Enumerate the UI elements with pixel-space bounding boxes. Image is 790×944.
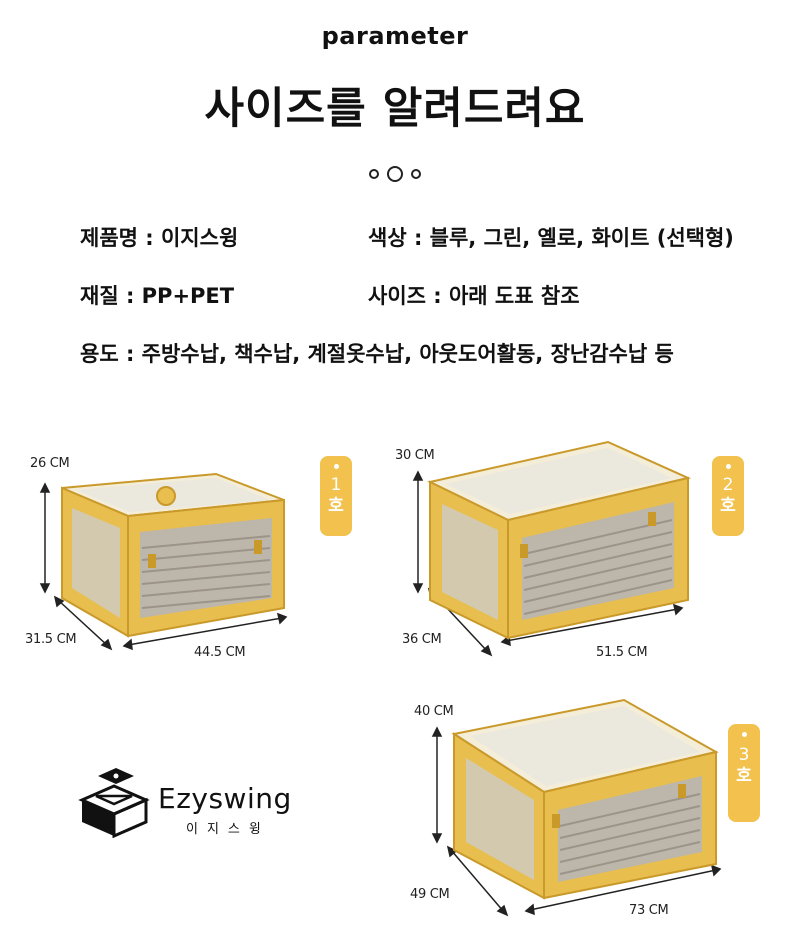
- spec-material: 재질 : PP+PET: [80, 284, 235, 308]
- dot-icon: [369, 169, 379, 179]
- product-3-badge: 3 호: [728, 724, 760, 822]
- badge-suffix: 호: [720, 496, 736, 516]
- spec-usage: 용도 : 주방수납, 책수납, 계절옷수납, 아웃도어활동, 장난감수납 등: [80, 342, 674, 366]
- product-1-height-label: 26 CM: [30, 456, 70, 471]
- product-3-height-label: 40 CM: [414, 704, 454, 719]
- badge-number: 3: [738, 745, 750, 765]
- product-3-image: [451, 698, 719, 900]
- badge-number: 1: [330, 475, 342, 495]
- dot-icon: [387, 166, 403, 182]
- badge-suffix: 호: [328, 496, 344, 516]
- product-2-width-label: 51.5 CM: [596, 645, 648, 660]
- product-2-depth-label: 36 CM: [402, 632, 442, 647]
- spec-size: 사이즈 : 아래 도표 참조: [368, 284, 580, 308]
- badge-number: 2: [722, 475, 734, 495]
- product-1-depth-label: 31.5 CM: [25, 632, 77, 647]
- badge-suffix: 호: [736, 766, 752, 786]
- spec-color: 색상 : 블루, 그린, 옐로, 화이트 (선택형): [368, 226, 734, 250]
- badge-dot-icon: [741, 732, 747, 737]
- product-2-image: [426, 440, 692, 640]
- product-1-width-label: 44.5 CM: [194, 645, 246, 660]
- spec-product: 제품명 : 이지스윙: [80, 226, 239, 250]
- product-3-depth-label: 49 CM: [410, 887, 450, 902]
- product-3-width-label: 73 CM: [629, 903, 669, 918]
- brand-name: Ezyswing: [158, 782, 292, 815]
- badge-dot-icon: [725, 464, 731, 469]
- product-1-badge: 1 호: [320, 456, 352, 536]
- badge-dot-icon: [333, 464, 339, 469]
- dot-icon: [411, 169, 421, 179]
- page-title: 사이즈를 알려드려요: [204, 84, 586, 134]
- section-eyebrow: parameter: [321, 22, 469, 50]
- decorative-dots: [0, 166, 790, 182]
- product-1-image: [61, 472, 285, 638]
- product-2-height-label: 30 CM: [395, 448, 435, 463]
- brand-subtitle: 이지스윙: [186, 822, 270, 837]
- brand-logo-icon: [78, 768, 150, 838]
- product-2-badge: 2 호: [712, 456, 744, 536]
